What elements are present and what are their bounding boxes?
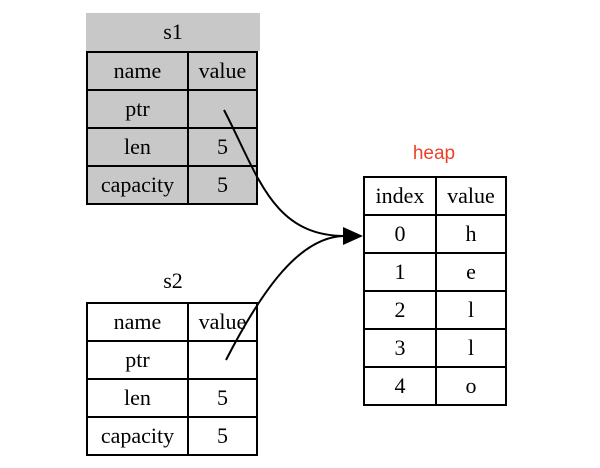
row-value: 5: [187, 127, 258, 167]
table-row: 0 h: [363, 214, 507, 254]
column-header-index: index: [363, 176, 437, 216]
heap-title: heap: [412, 143, 456, 164]
s1-table: name value ptr len 5 capacity 5: [86, 51, 258, 205]
table-header-row: index value: [363, 176, 507, 216]
table-header-row: name value: [86, 51, 258, 91]
row-value: 5: [187, 165, 258, 205]
heap-table: index value 0 h 1 e 2 l 3 l 4 o: [363, 176, 507, 406]
row-name: capacity: [86, 165, 189, 205]
table-row: 3 l: [363, 328, 507, 368]
row-value: h: [435, 214, 507, 254]
row-index: 3: [363, 328, 437, 368]
column-header-value: value: [435, 176, 507, 216]
row-index: 2: [363, 290, 437, 330]
row-value: e: [435, 252, 507, 292]
table-row: capacity 5: [86, 416, 258, 456]
row-index: 0: [363, 214, 437, 254]
row-index: 4: [363, 366, 437, 406]
column-header-value: value: [187, 302, 258, 342]
row-value: [187, 89, 258, 129]
row-value: 5: [187, 378, 258, 418]
table-row: 1 e: [363, 252, 507, 292]
row-name: capacity: [86, 416, 189, 456]
s2-title: s2: [163, 268, 183, 293]
s1-title: s1: [86, 13, 260, 51]
row-name: len: [86, 378, 189, 418]
row-value: 5: [187, 416, 258, 456]
column-header-name: name: [86, 302, 189, 342]
row-value: [187, 340, 258, 380]
row-value: l: [435, 290, 507, 330]
row-name: len: [86, 127, 189, 167]
row-name: ptr: [86, 340, 189, 380]
row-value: l: [435, 328, 507, 368]
table-row: len 5: [86, 378, 258, 418]
column-header-name: name: [86, 51, 189, 91]
table-row: ptr: [86, 340, 258, 380]
column-header-value: value: [187, 51, 258, 91]
table-header-row: name value: [86, 302, 258, 342]
s2-table: name value ptr len 5 capacity 5: [86, 302, 258, 456]
table-row: 4 o: [363, 366, 507, 406]
table-row: len 5: [86, 127, 258, 167]
table-row: ptr: [86, 89, 258, 129]
table-row: capacity 5: [86, 165, 258, 205]
table-row: 2 l: [363, 290, 507, 330]
row-index: 1: [363, 252, 437, 292]
row-value: o: [435, 366, 507, 406]
arrowhead-icon: [343, 227, 363, 245]
row-name: ptr: [86, 89, 189, 129]
